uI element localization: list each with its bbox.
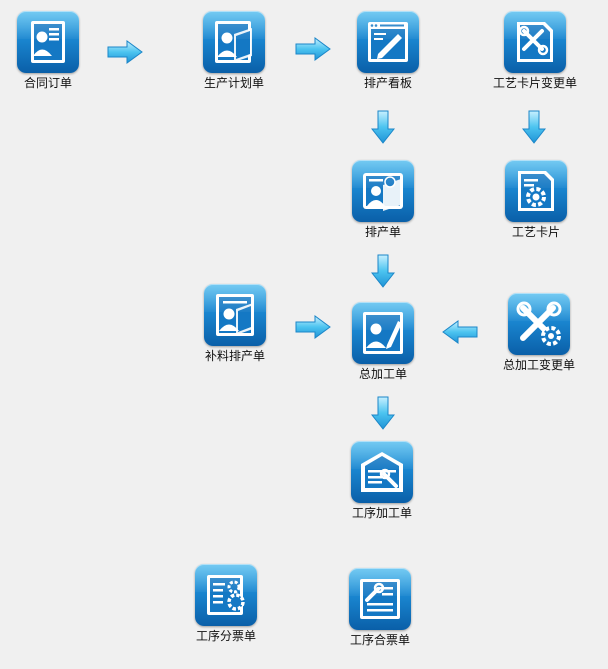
plan-document-icon [203, 11, 265, 73]
contract-document-icon [17, 11, 79, 73]
node-supplement-schedule[interactable]: 补料排产单 [180, 284, 290, 363]
arrow-supplement-to-master [295, 315, 331, 339]
node-label: 排产单 [364, 225, 401, 239]
node-label: 总加工变更单 [502, 358, 575, 372]
board-pencil-icon [357, 11, 419, 73]
node-contract-order[interactable]: 合同订单 [0, 11, 103, 90]
node-label: 合同订单 [23, 76, 72, 90]
node-label: 工序分票单 [195, 629, 256, 643]
node-label: 工序加工单 [351, 506, 412, 520]
arrow-contract-to-plan [107, 40, 143, 64]
node-operation-split-ticket[interactable]: 工序分票单 [171, 564, 281, 643]
arrow-schedule-to-master [371, 254, 395, 288]
node-label: 工序合票单 [349, 633, 410, 647]
node-schedule-order[interactable]: 排产单 [328, 160, 438, 239]
node-master-work-order[interactable]: 总加工单 [328, 302, 438, 381]
schedule-worker-icon [352, 160, 414, 222]
workshop-wrench-icon [351, 441, 413, 503]
node-label: 总加工单 [358, 367, 407, 381]
node-label: 生产计划单 [203, 76, 264, 90]
node-label: 补料排产单 [204, 349, 265, 363]
node-process-card[interactable]: 工艺卡片 [481, 160, 591, 239]
arrow-board-to-schedule [371, 110, 395, 144]
merge-wrench-icon [349, 568, 411, 630]
node-master-work-change[interactable]: 总加工变更单 [484, 293, 594, 372]
node-label: 工艺卡片变更单 [492, 76, 577, 90]
arrow-change-to-master [442, 320, 478, 344]
split-gear-icon [195, 564, 257, 626]
arrow-plan-to-board [295, 37, 331, 61]
supplement-document-icon [204, 284, 266, 346]
card-gear-icon [505, 160, 567, 222]
node-label: 工艺卡片 [511, 225, 560, 239]
node-label: 排产看板 [363, 76, 412, 90]
tools-gear-icon [508, 293, 570, 355]
node-operation-merge-ticket[interactable]: 工序合票单 [325, 568, 435, 647]
arrow-master-to-operation [371, 396, 395, 430]
node-process-card-change[interactable]: 工艺卡片变更单 [480, 11, 590, 90]
arrow-card-change-to-card [522, 110, 546, 144]
work-order-pen-icon [352, 302, 414, 364]
card-tools-icon [504, 11, 566, 73]
node-scheduling-board[interactable]: 排产看板 [333, 11, 443, 90]
node-operation-work-order[interactable]: 工序加工单 [327, 441, 437, 520]
node-production-plan[interactable]: 生产计划单 [179, 11, 289, 90]
